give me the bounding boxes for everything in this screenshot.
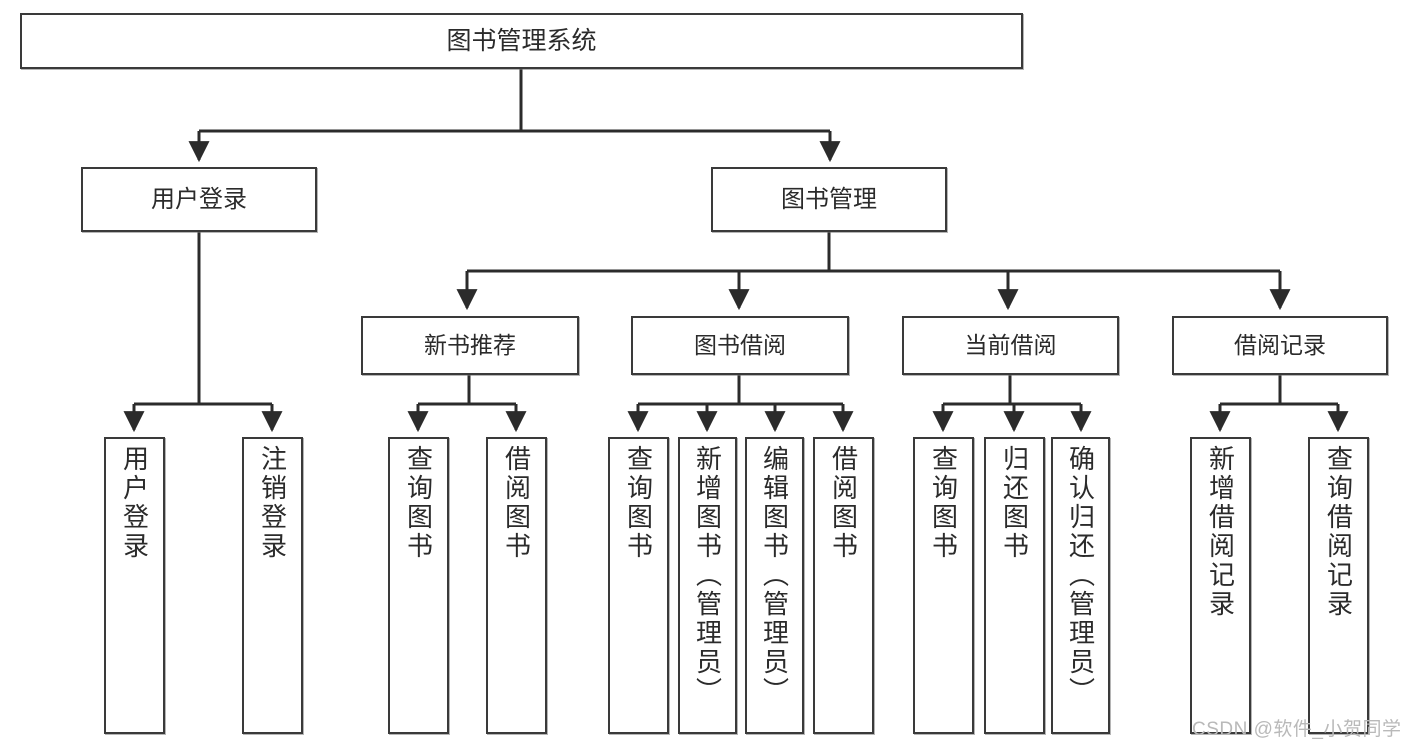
- node-label: 借阅记录: [1234, 332, 1326, 359]
- node-label: 新书推荐: [424, 332, 516, 359]
- node-label: 借阅图书: [501, 445, 532, 561]
- node-label: 查询借阅记录: [1323, 445, 1354, 619]
- node-leaf-borrow-book-1[interactable]: 借阅图书: [486, 437, 547, 734]
- node-book-borrow[interactable]: 图书借阅: [631, 316, 849, 375]
- node-label: 归还图书: [999, 445, 1030, 561]
- node-label: 注销登录: [257, 445, 288, 561]
- node-label: 查询图书: [623, 445, 654, 561]
- node-leaf-user-logout[interactable]: 注销登录: [242, 437, 303, 734]
- node-label: 用户登录: [119, 445, 150, 561]
- node-label: 确认归还（管理员）: [1065, 445, 1096, 706]
- node-label: 编辑图书（管理员）: [759, 445, 790, 706]
- node-label: 借阅图书: [828, 445, 859, 561]
- node-leaf-borrow-book-2[interactable]: 借阅图书: [813, 437, 874, 734]
- node-leaf-add-borrow-record[interactable]: 新增借阅记录: [1190, 437, 1251, 734]
- node-label: 当前借阅: [964, 332, 1057, 359]
- node-leaf-query-borrow-record[interactable]: 查询借阅记录: [1308, 437, 1369, 734]
- node-leaf-edit-book[interactable]: 编辑图书（管理员）: [745, 437, 804, 734]
- node-leaf-confirm-return[interactable]: 确认归还（管理员）: [1051, 437, 1110, 734]
- node-label: 用户登录: [151, 185, 247, 213]
- node-label: 图书借阅: [694, 332, 786, 359]
- node-new-book-recommend[interactable]: 新书推荐: [361, 316, 579, 375]
- node-label: 查询图书: [403, 445, 434, 561]
- node-borrow-records[interactable]: 借阅记录: [1172, 316, 1388, 375]
- node-leaf-query-book-3[interactable]: 查询图书: [913, 437, 974, 734]
- node-label: 查询图书: [928, 445, 959, 561]
- node-label: 图书管理系统: [446, 26, 597, 55]
- node-book-management[interactable]: 图书管理: [711, 167, 947, 232]
- node-leaf-add-book[interactable]: 新增图书（管理员）: [678, 437, 737, 734]
- node-book-management-system[interactable]: 图书管理系统: [20, 13, 1023, 69]
- node-user-login[interactable]: 用户登录: [81, 167, 317, 232]
- node-leaf-query-book-2[interactable]: 查询图书: [608, 437, 669, 734]
- node-label: 新增图书（管理员）: [692, 445, 723, 706]
- node-leaf-user-login[interactable]: 用户登录: [104, 437, 165, 734]
- node-leaf-query-book-1[interactable]: 查询图书: [388, 437, 449, 734]
- node-label: 图书管理: [781, 185, 877, 213]
- node-current-borrow[interactable]: 当前借阅: [902, 316, 1119, 375]
- node-label: 新增借阅记录: [1205, 445, 1236, 619]
- node-leaf-return-book[interactable]: 归还图书: [984, 437, 1045, 734]
